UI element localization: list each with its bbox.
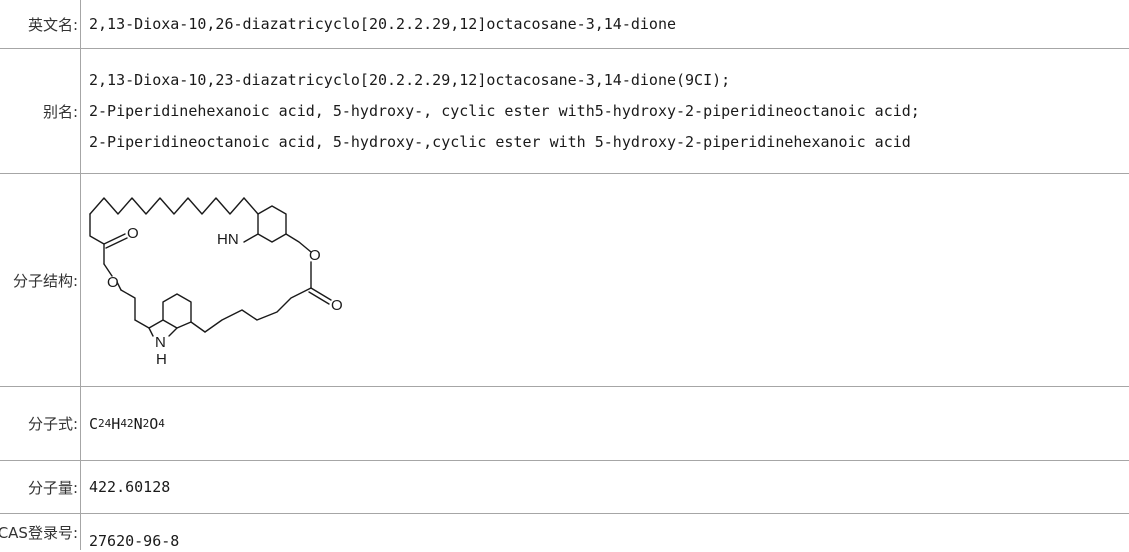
molecular-weight-label: 分子量: — [27, 478, 78, 497]
row-aliases: 别名: 2,13-Dioxa-10,23-diazatricyclo[20.2.… — [0, 49, 1129, 174]
atom-o-ring-left: O — [107, 274, 119, 291]
cas-value: 27620-96-8 — [89, 532, 180, 550]
formula-label: 分子式: — [27, 415, 78, 433]
molecular-weight-value: 422.60128 — [89, 478, 171, 496]
column-divider — [80, 0, 81, 550]
row-structure: 分子结构: — [0, 174, 1129, 387]
atom-o-ring-right: O — [309, 247, 321, 264]
atom-n-bottom: N — [155, 334, 166, 351]
english-name-value: 2,13-Dioxa-10,26-diazatricyclo[20.2.2.29… — [89, 15, 676, 33]
aliases-label: 别名: — [42, 102, 78, 121]
row-cas-number: CAS登录号: 27620-96-8 — [0, 514, 1129, 551]
atom-o-carbonyl-right: O — [331, 297, 343, 314]
row-molecular-weight: 分子量: 422.60128 — [0, 461, 1129, 514]
alias-line: 2-Piperidinehexanoic acid, 5-hydroxy-, c… — [89, 101, 920, 120]
atom-o-carbonyl-top: O — [127, 225, 139, 242]
alias-line: 2,13-Dioxa-10,23-diazatricyclo[20.2.2.29… — [89, 70, 731, 89]
aliases-value: 2,13-Dioxa-10,23-diazatricyclo[20.2.2.29… — [89, 49, 1129, 173]
structure-label: 分子结构: — [12, 271, 78, 290]
molecular-structure-image: O HN O O O N H — [89, 197, 343, 368]
row-english-name: 英文名: 2,13-Dioxa-10,26-diazatricyclo[20.2… — [0, 0, 1129, 49]
atom-hn-top: HN — [217, 231, 239, 248]
english-name-label: 英文名: — [27, 15, 78, 34]
atom-h-bottom: H — [156, 351, 167, 368]
cas-label: CAS登录号: — [0, 523, 78, 542]
alias-line: 2-Piperidineoctanoic acid, 5-hydroxy-,cy… — [89, 132, 911, 151]
